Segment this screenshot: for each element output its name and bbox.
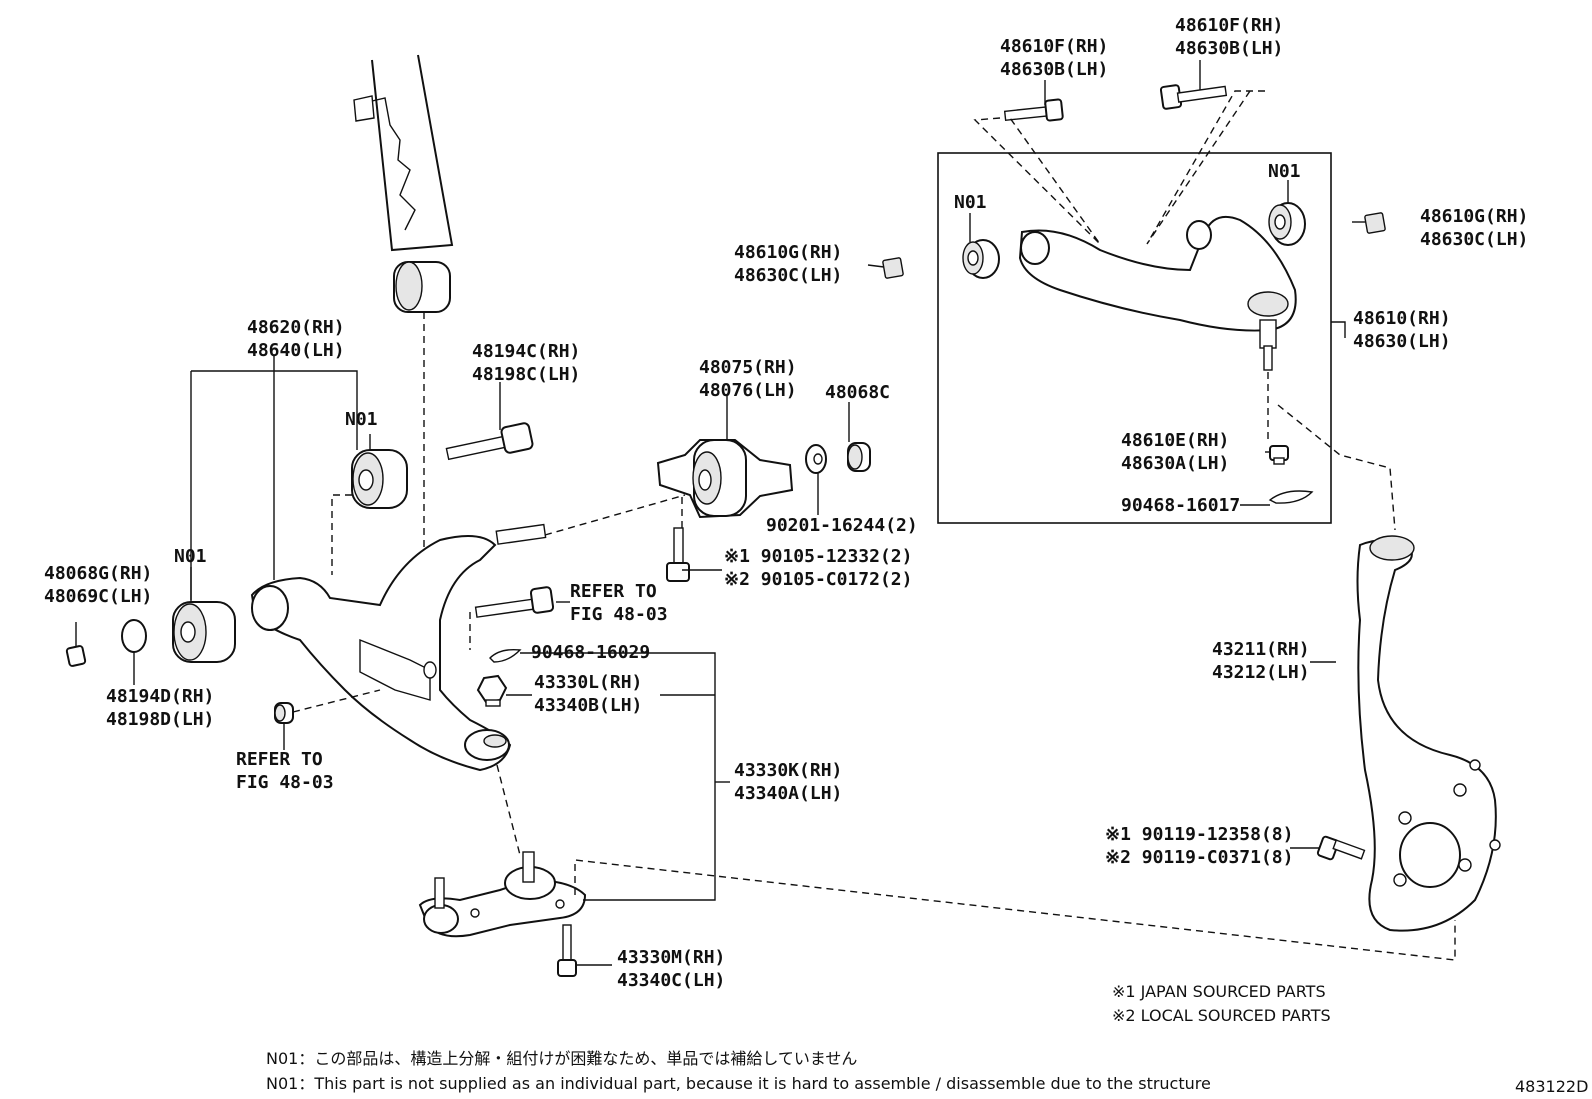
label-n01-left: N01	[174, 546, 207, 567]
cotter-pin-lower	[489, 648, 522, 663]
legend-local-sourced: ※2 LOCAL SOURCED PARTS	[1112, 1006, 1331, 1025]
nut-refer-lower	[274, 702, 294, 724]
nut-48068g	[65, 645, 87, 667]
label-48069c-lh: 48069C(LH)	[44, 586, 152, 607]
upper-arm-bolt-left	[1003, 98, 1064, 122]
footnote-japanese: N01：この部品は、構造上分解・組付けが困難なため、単品では補給していません	[266, 1049, 857, 1068]
label-n01-upper-right: N01	[1268, 161, 1301, 182]
label-48630c-lh-right: 48630C(LH)	[1420, 229, 1528, 250]
shock-absorber	[353, 54, 454, 313]
ball-joint-bolt	[557, 924, 577, 977]
label-fig-48-03-1: FIG 48-03	[570, 604, 668, 625]
label-48610g-rh-right: 48610G(RH)	[1420, 206, 1528, 227]
legend-japan-sourced: ※1 JAPAN SOURCED PARTS	[1112, 982, 1326, 1001]
lower-control-arm	[250, 523, 547, 772]
label-48198c-lh: 48198C(LH)	[472, 364, 580, 385]
label-48630c-lh-left: 48630C(LH)	[734, 265, 842, 286]
label-43211-rh: 43211(RH)	[1212, 639, 1310, 660]
label-48610f-rh-right: 48610F(RH)	[1175, 15, 1283, 36]
label-48610g-rh-left: 48610G(RH)	[734, 242, 842, 263]
label-48076-lh: 48076(LH)	[699, 380, 797, 401]
label-90468-16029: 90468-16029	[531, 642, 650, 663]
bracket-bolt	[666, 527, 690, 582]
lower-ball-joint	[418, 851, 587, 938]
label-48630a-lh: 48630A(LH)	[1121, 453, 1229, 474]
label-48620-rh: 48620(RH)	[247, 317, 345, 338]
figure-id: 483122D	[1515, 1077, 1588, 1096]
label-48194c-rh: 48194C(RH)	[472, 341, 580, 362]
footnote-english: N01：This part is not supplied as an indi…	[266, 1074, 1211, 1093]
label-48610-rh: 48610(RH)	[1353, 308, 1451, 329]
ball-joint-nut-upper	[1269, 445, 1289, 465]
label-n01-upper-left: N01	[954, 192, 987, 213]
lower-arm-bushing-side	[172, 601, 236, 663]
upper-arm-bolt-right	[1159, 84, 1228, 110]
label-90468-16017: 90468-16017	[1121, 495, 1240, 516]
label-90119-12358: ※1 90119-12358(8)	[1105, 824, 1293, 845]
label-43330k-rh: 43330K(RH)	[734, 760, 842, 781]
label-48630b-lh-left: 48630B(LH)	[1000, 59, 1108, 80]
camber-adjust-bolt	[445, 422, 534, 461]
lower-ball-joint-nut	[476, 674, 508, 707]
label-43340c-lh: 43340C(LH)	[617, 970, 725, 991]
knuckle-bolt	[1316, 835, 1366, 861]
label-43340a-lh: 43340A(LH)	[734, 783, 842, 804]
label-43212-lh: 43212(LH)	[1212, 662, 1310, 683]
label-43330l-rh: 43330L(RH)	[534, 672, 642, 693]
lower-arm-bolt-refer	[474, 586, 555, 618]
upper-arm-bushing-left	[962, 239, 1000, 279]
label-48198d-lh: 48198D(LH)	[106, 709, 214, 730]
label-90105-c0172: ※2 90105-C0172(2)	[724, 569, 912, 590]
label-90105-12332: ※1 90105-12332(2)	[724, 546, 912, 567]
label-48610f-rh-left: 48610F(RH)	[1000, 36, 1108, 57]
lower-arm-bushing-front	[351, 449, 408, 509]
label-90119-c0371: ※2 90119-C0371(8)	[1105, 847, 1293, 868]
label-48610e-rh: 48610E(RH)	[1121, 430, 1229, 451]
label-48075-rh: 48075(RH)	[699, 357, 797, 378]
label-43340b-lh: 43340B(LH)	[534, 695, 642, 716]
washer-48194d	[121, 619, 147, 653]
label-fig-48-03-2: FIG 48-03	[236, 772, 334, 793]
label-48068g-rh: 48068G(RH)	[44, 563, 152, 584]
label-refer-to-1: REFER TO	[570, 581, 657, 602]
label-48640-lh: 48640(LH)	[247, 340, 345, 361]
cotter-pin-upper	[1268, 490, 1314, 504]
nut-48068c	[847, 442, 871, 472]
label-48630b-lh-right: 48630B(LH)	[1175, 38, 1283, 59]
label-48068c: 48068C	[825, 382, 890, 403]
steering-knuckle	[1356, 535, 1501, 932]
washer-90201	[805, 444, 827, 474]
upper-arm-bushing-right	[1268, 202, 1306, 246]
label-43330m-rh: 43330M(RH)	[617, 947, 725, 968]
upper-arm-nut-left	[882, 257, 904, 279]
label-48630-lh: 48630(LH)	[1353, 331, 1451, 352]
label-n01-lower-bushing: N01	[345, 409, 378, 430]
upper-control-arm	[1018, 216, 1297, 371]
label-90201-16244: 90201-16244(2)	[766, 515, 918, 536]
upper-arm-assembly-box	[937, 152, 1332, 524]
lower-arm-rear-bushing	[656, 439, 794, 519]
label-48194d-rh: 48194D(RH)	[106, 686, 214, 707]
upper-arm-nut-right	[1364, 212, 1386, 234]
label-refer-to-2: REFER TO	[236, 749, 323, 770]
